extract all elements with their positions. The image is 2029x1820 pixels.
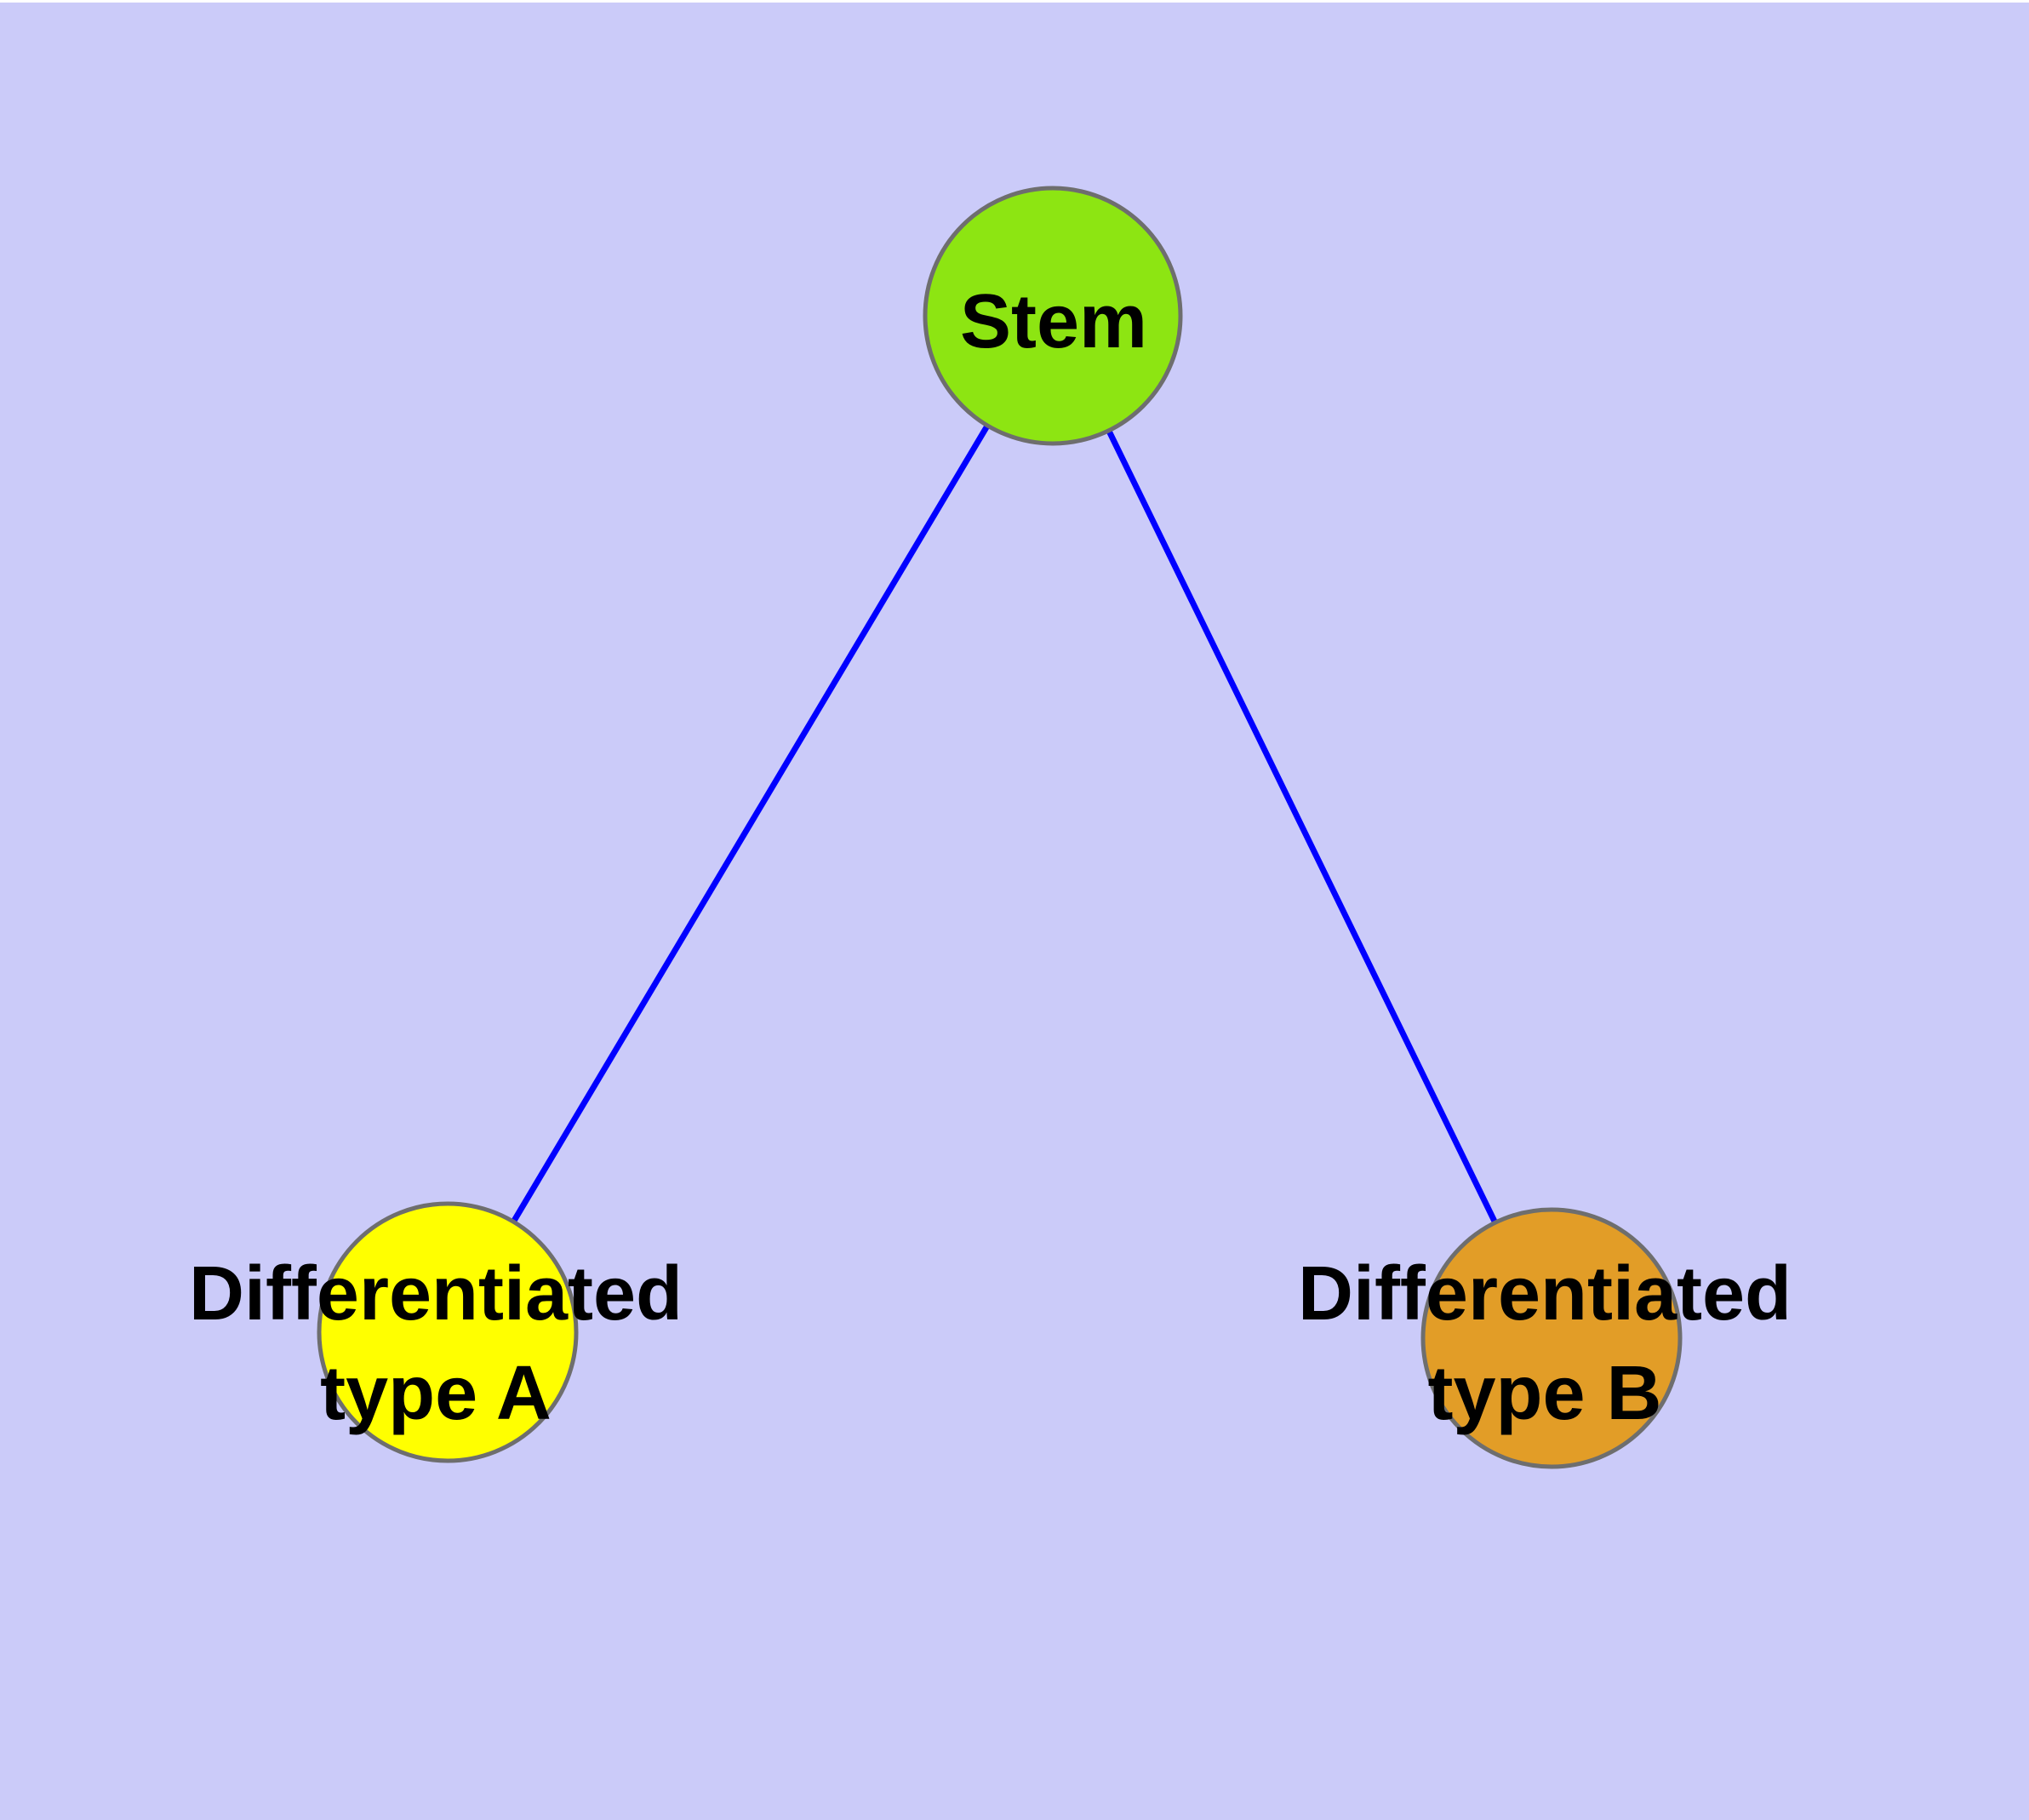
stem-node-circle	[923, 186, 1183, 446]
node-stem: Stem	[923, 186, 1183, 446]
edge-stem-to-type-a	[444, 314, 1056, 1334]
node-type-a: Differentiated type A	[189, 1201, 683, 1463]
type-a-node-label-line1: Differentiated	[189, 1251, 683, 1336]
type-b-node-label-line2: type B	[1427, 1351, 1661, 1436]
stem-node-label: Stem	[960, 279, 1147, 364]
type-a-node-label-line2: type A	[320, 1351, 552, 1436]
node-type-b: Differentiated type B	[1298, 1207, 1792, 1469]
type-b-node-circle	[1420, 1207, 1683, 1469]
edge-stem-to-type-b	[1049, 314, 1555, 1340]
top-edge-strip	[0, 0, 2029, 3]
type-b-node-label-line1: Differentiated	[1298, 1251, 1792, 1336]
type-a-node-circle	[317, 1201, 579, 1463]
